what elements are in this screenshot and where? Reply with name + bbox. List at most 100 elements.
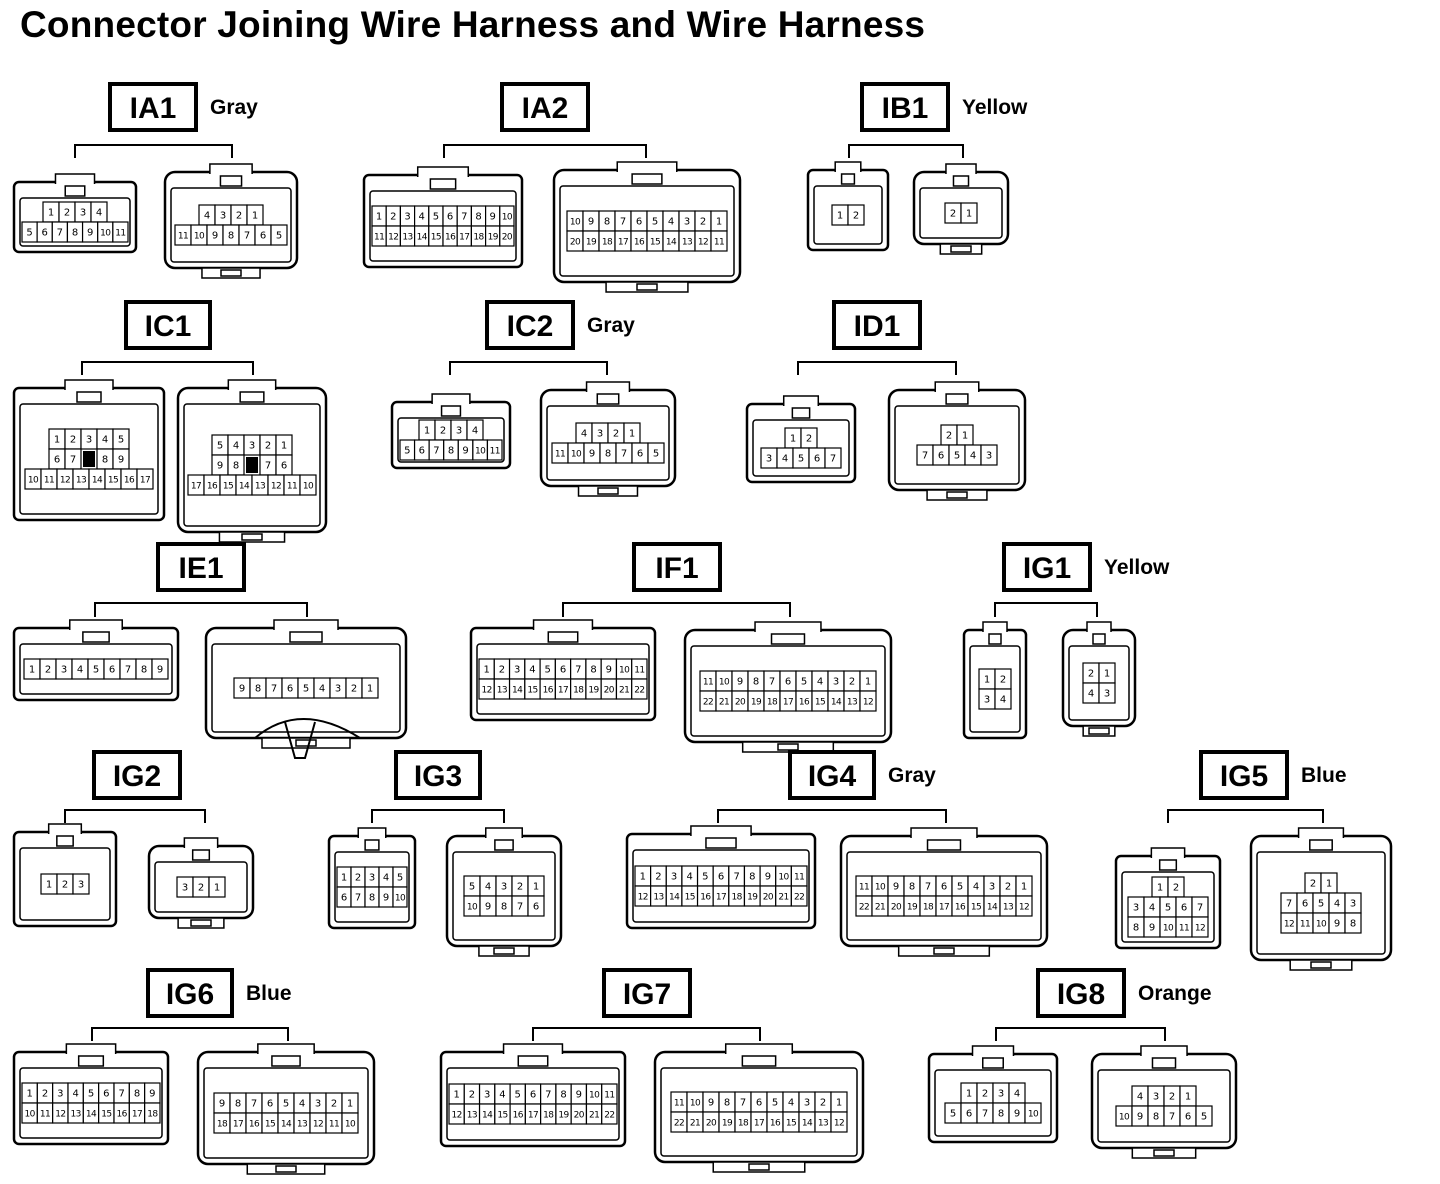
lock-tab — [945, 163, 977, 174]
pin-number: 17 — [783, 698, 793, 708]
pin-number: 20 — [502, 233, 513, 243]
pin-number: 7 — [251, 1099, 257, 1110]
pin-number: 7 — [125, 665, 131, 676]
connector-tag-box — [602, 968, 692, 1018]
pin-number: 7 — [355, 893, 361, 904]
pin-number: 2 — [655, 872, 661, 883]
blank-cavity — [246, 457, 258, 473]
housing-clip — [1310, 961, 1332, 969]
connector-tag-box — [394, 750, 482, 800]
pin-number: 1 — [790, 434, 796, 445]
pin-cavity — [601, 1103, 618, 1125]
pin-number: 6 — [341, 893, 347, 904]
lock-latch — [429, 178, 457, 190]
lock-latch — [239, 391, 265, 403]
lock-latch — [77, 1055, 105, 1067]
pin-cavity — [341, 1112, 359, 1134]
pin-cavity — [824, 447, 842, 469]
connector-code: IG2 — [113, 760, 161, 793]
pin-number: 17 — [191, 482, 201, 492]
pin-number: 10 — [1028, 1110, 1039, 1120]
pin-number: 18 — [923, 903, 934, 913]
pin-number: 1 — [865, 677, 871, 688]
pin-number: 6 — [756, 1098, 762, 1109]
connector-tag-box — [124, 300, 212, 350]
pin-cavity — [1195, 1105, 1213, 1127]
pin-number: 12 — [452, 1111, 462, 1121]
pin-number: 4 — [485, 882, 491, 893]
pin-number: 7 — [925, 882, 931, 893]
pin-number: 12 — [863, 698, 873, 708]
pin-number: 1 — [281, 441, 287, 452]
pin-number: 5 — [303, 684, 309, 695]
pin-cavity — [361, 677, 379, 699]
wire-color-label: Gray — [210, 96, 258, 119]
pin-number: 1 — [26, 1089, 32, 1100]
pin-number: 3 — [220, 211, 226, 222]
pin-number: 12 — [1195, 924, 1205, 934]
lock-tab — [485, 827, 523, 838]
pin-number: 4 — [817, 677, 823, 688]
pin-number: 7 — [517, 902, 523, 913]
pin-number: 20 — [604, 686, 615, 696]
connector-pair-bracket — [1167, 809, 1324, 823]
pin-number: 10 — [1163, 924, 1174, 934]
pin-number: 10 — [502, 213, 513, 223]
pin-number: 2 — [469, 1090, 475, 1101]
pin-number: 6 — [814, 454, 820, 465]
pin-number: 6 — [109, 665, 115, 676]
pin-number: 8 — [1133, 923, 1139, 934]
pin-number: 8 — [228, 231, 234, 242]
pin-number: 3 — [501, 882, 507, 893]
housing-clip — [597, 487, 619, 495]
pin-number: 17 — [132, 1110, 142, 1120]
pin-number: 8 — [753, 677, 759, 688]
pin-number: 8 — [501, 902, 507, 913]
lock-tab — [982, 621, 1008, 632]
pin-number: 10 — [570, 218, 581, 228]
pin-number: 10 — [875, 883, 886, 893]
lock-tab — [431, 393, 471, 404]
pin-number: 3 — [404, 212, 410, 223]
pin-number: 18 — [738, 1119, 749, 1129]
pin-number: 9 — [219, 1099, 225, 1110]
lock-tab — [1086, 621, 1112, 632]
pin-number: 17 — [558, 686, 568, 696]
lock-latch — [791, 407, 811, 419]
housing-clip — [275, 1165, 297, 1173]
pin-number: 21 — [875, 903, 885, 913]
pin-number: 3 — [989, 882, 995, 893]
pin-number: 2 — [1169, 1092, 1175, 1103]
pin-number: 5 — [515, 1090, 521, 1101]
lock-tab — [690, 825, 752, 836]
pin-number: 1 — [48, 208, 54, 219]
pin-number: 3 — [1350, 899, 1356, 910]
pin-number: 3 — [766, 454, 772, 465]
pin-number: 8 — [590, 665, 596, 676]
connector-pair-bracket — [81, 361, 254, 375]
pin-number: 3 — [833, 677, 839, 688]
pin-number: 18 — [473, 233, 484, 243]
pin-number: 6 — [718, 872, 724, 883]
pin-number: 3 — [984, 695, 990, 706]
pin-number: 7 — [1197, 903, 1203, 914]
pin-number: 7 — [620, 217, 626, 228]
pin-number: 4 — [788, 1098, 794, 1109]
connector-tag-box — [632, 542, 722, 592]
pin-number: 16 — [700, 893, 711, 903]
connector-pair-bracket — [449, 361, 608, 375]
pin-number: 8 — [749, 872, 755, 883]
pin-number: 11 — [859, 883, 869, 893]
lock-latch — [945, 393, 969, 405]
pin-number: 11 — [634, 666, 644, 676]
pin-number: 22 — [634, 686, 644, 696]
pin-number: 3 — [514, 665, 520, 676]
pin-number: 2 — [331, 1099, 337, 1110]
